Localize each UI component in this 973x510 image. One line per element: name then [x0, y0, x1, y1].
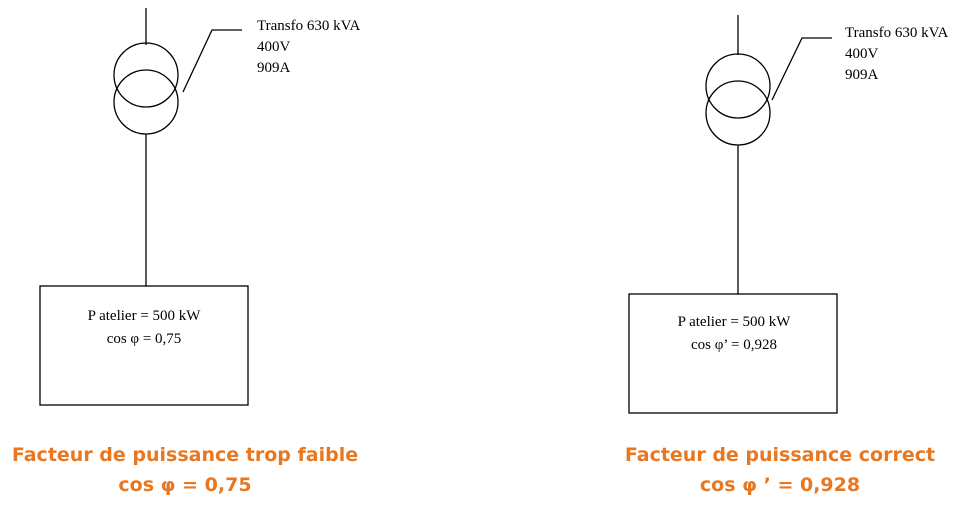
right-load-power-factor: cos φ’ = 0,928: [691, 337, 777, 353]
single-line-diagram: Transfo 630 kVA 400V 909A P atelier = 50…: [39, 8, 949, 414]
left-transformer-current: 909A: [257, 60, 291, 76]
right-transformer-leader: [771, 37, 832, 101]
left-transformer-leader: [182, 29, 242, 93]
right-transformer-voltage: 400V: [845, 46, 879, 62]
right-caption: Facteur de puissance correct cos φ ’ = 0…: [590, 440, 970, 500]
right-transformer-primary-winding: [705, 53, 771, 119]
left-transformer-primary-winding: [113, 42, 179, 108]
right-load-box: [628, 293, 838, 414]
left-transformer-voltage: 400V: [257, 39, 291, 55]
right-diagram: [628, 15, 838, 414]
left-transformer-secondary-winding: [113, 69, 179, 135]
right-caption-power-factor: cos φ ’ = 0,928: [699, 474, 861, 496]
right-caption-title: Facteur de puissance correct: [624, 444, 936, 466]
left-transformer-rating: Transfo 630 kVA: [257, 18, 361, 34]
left-load-box: [39, 285, 249, 406]
left-load-power-factor: cos φ = 0,75: [107, 331, 182, 347]
left-load-power: P atelier = 500 kW: [88, 308, 202, 324]
left-caption-power-factor: cos φ = 0,75: [118, 474, 252, 496]
left-caption-title: Facteur de puissance trop faible: [11, 444, 359, 466]
right-transformer-rating: Transfo 630 kVA: [845, 25, 949, 41]
right-transformer-current: 909A: [845, 67, 879, 83]
left-caption: Facteur de puissance trop faible cos φ =…: [0, 440, 370, 500]
left-diagram: [39, 8, 249, 406]
right-load-power: P atelier = 500 kW: [678, 314, 792, 330]
right-transformer-secondary-winding: [705, 80, 771, 146]
